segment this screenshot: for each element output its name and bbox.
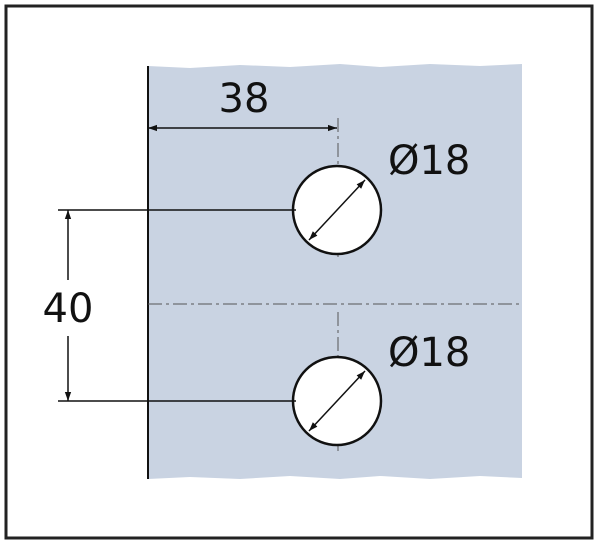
horizontal-offset-label: 38 [219,76,270,122]
vertical-spacing-label: 40 [43,286,94,332]
upper-diameter-arrow [308,179,366,241]
upper-hole-diameter-label: Ø18 [388,138,470,184]
lower-diameter-arrow [308,370,366,432]
panel [148,64,522,479]
lower-hole-diameter-label: Ø18 [388,330,470,376]
